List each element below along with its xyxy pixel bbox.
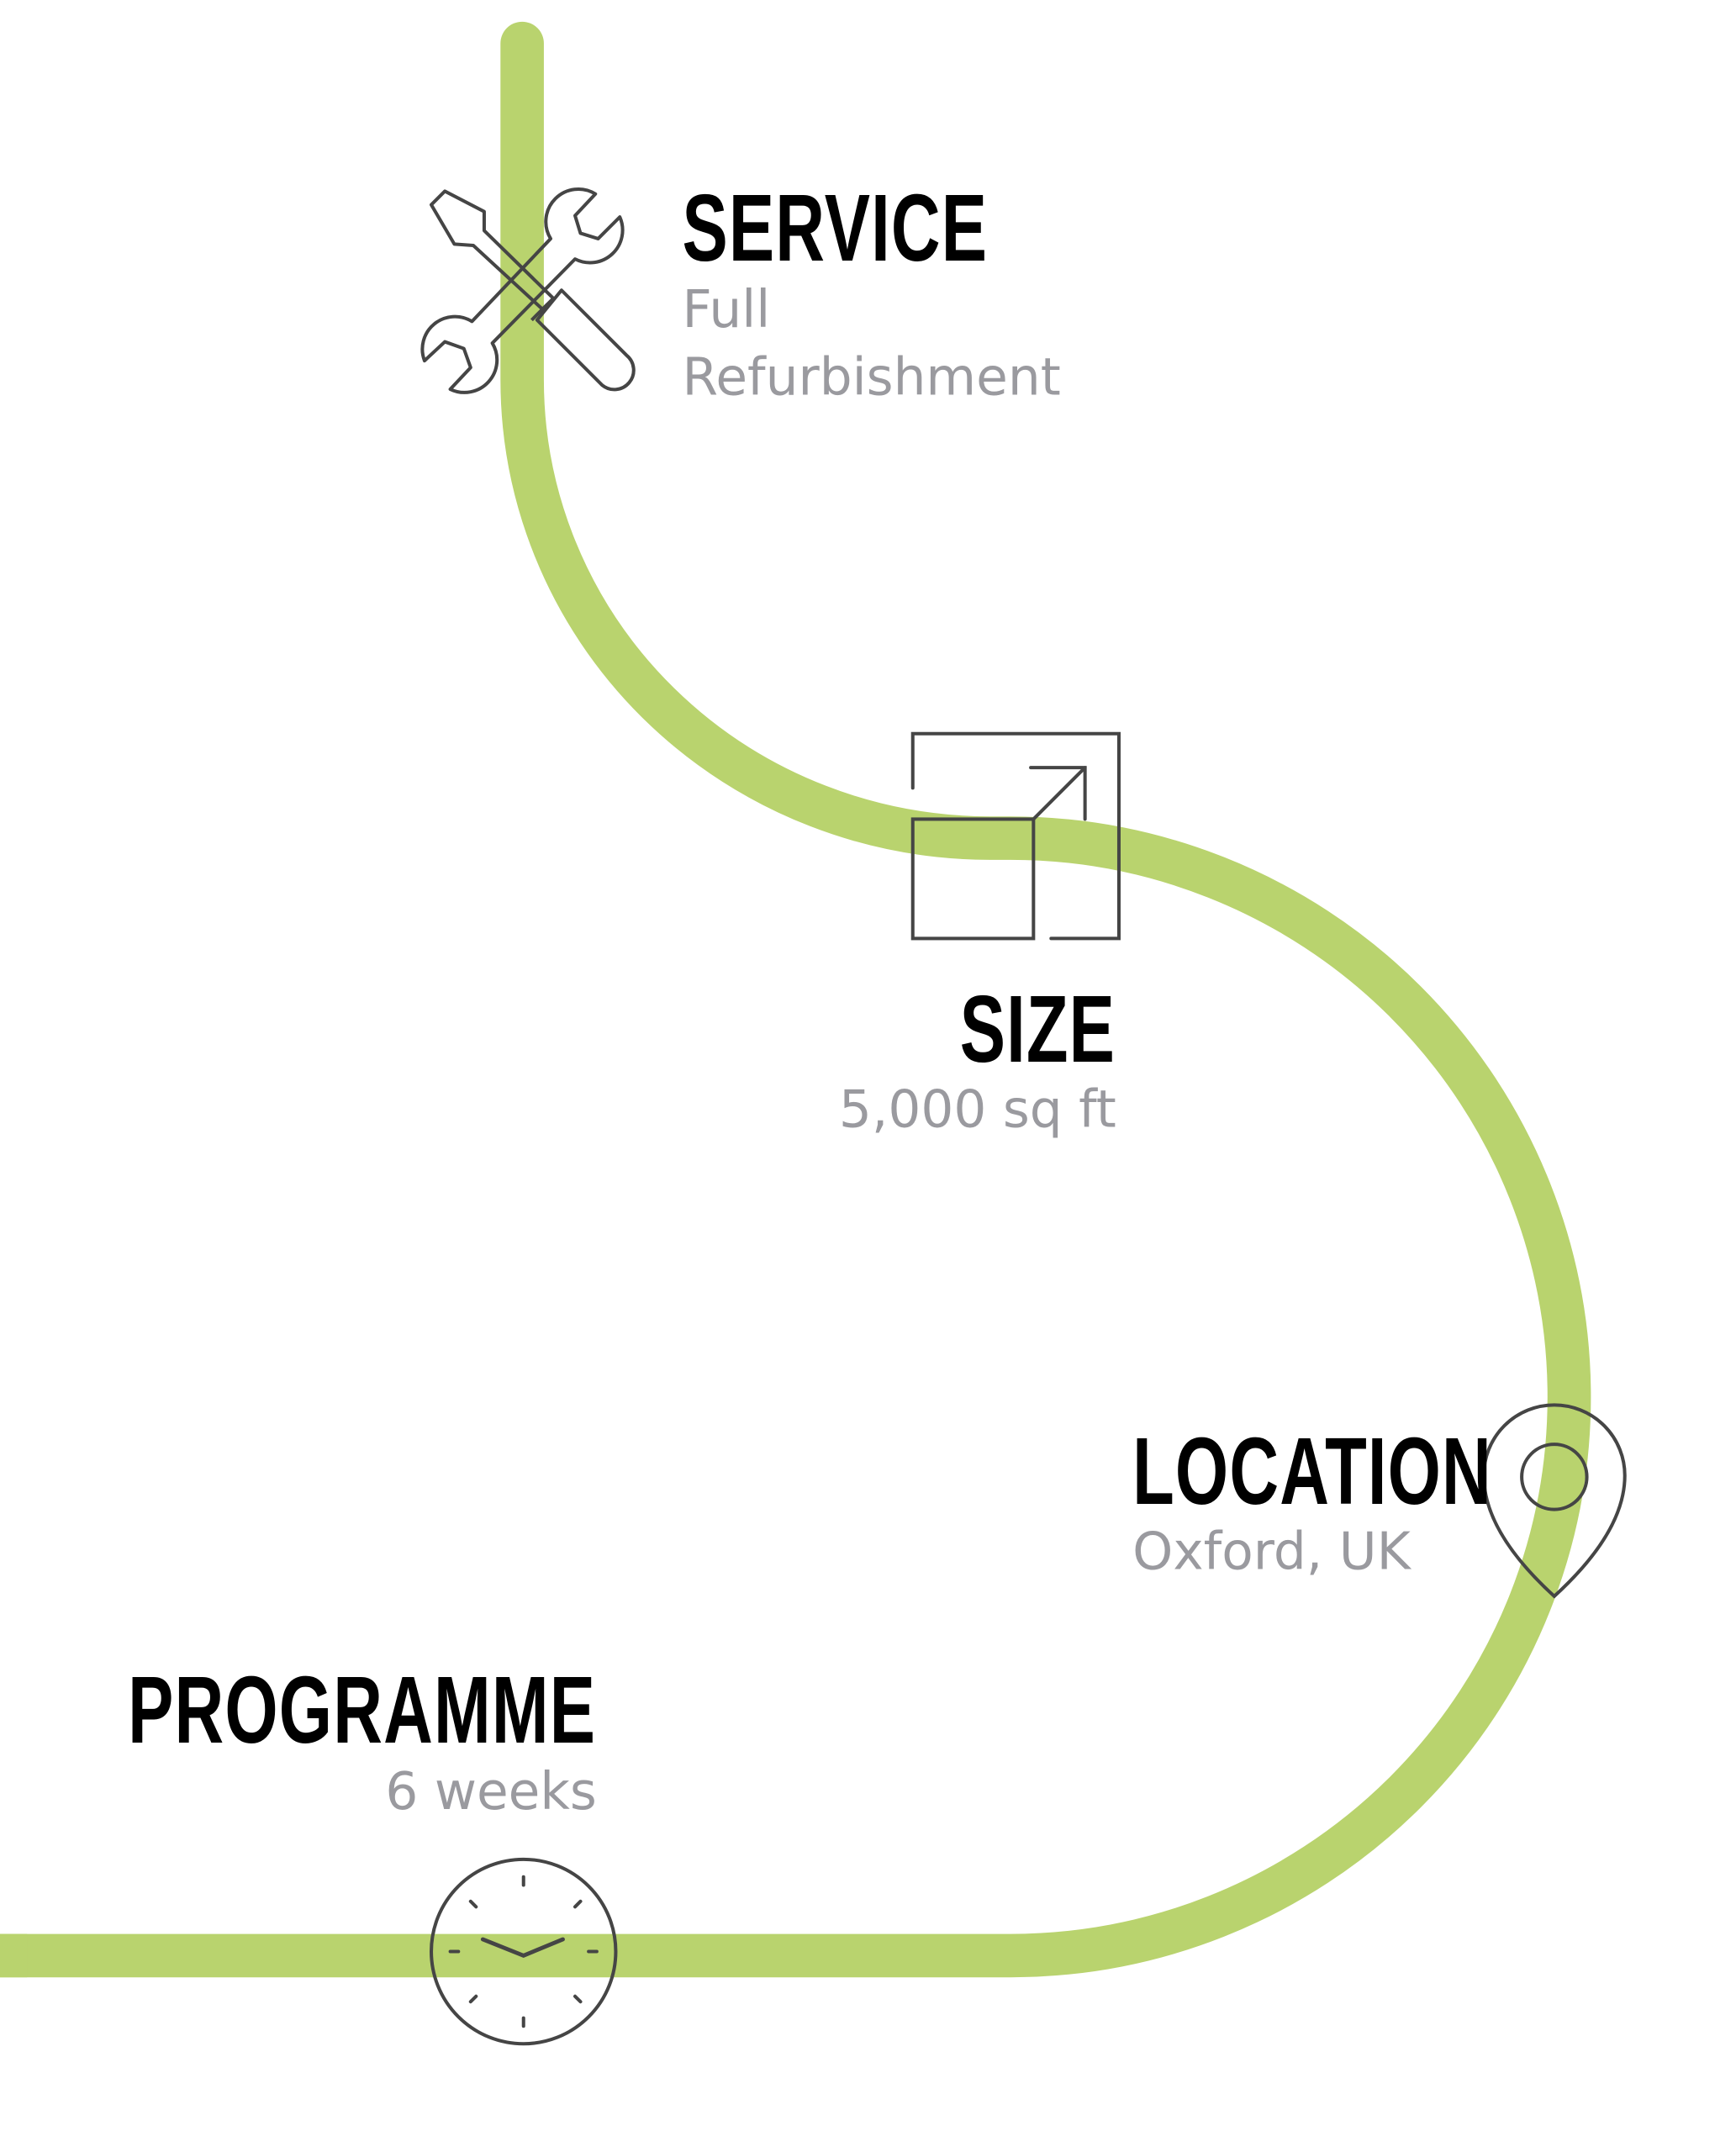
map-pin-icon: [1481, 1403, 1627, 1599]
wrench-screwdriver-icon: [420, 187, 636, 394]
size-title: SIZE: [960, 976, 1116, 1083]
resize-square-icon: [910, 731, 1121, 941]
service-value-line-2: Refurbishment: [682, 347, 1061, 407]
location-title: LOCATION: [1132, 1418, 1492, 1525]
programme-title: PROGRAMME: [128, 1657, 597, 1764]
programme-value: 6 weeks: [385, 1761, 597, 1822]
green-route-path: [0, 21, 1591, 1978]
clock-icon: [430, 1857, 618, 2046]
location-value: Oxford, UK: [1132, 1522, 1411, 1582]
service-value-line-1: Full: [682, 279, 771, 340]
service-title: SERVICE: [682, 175, 989, 281]
size-value: 5,000 sq ft: [838, 1079, 1116, 1140]
